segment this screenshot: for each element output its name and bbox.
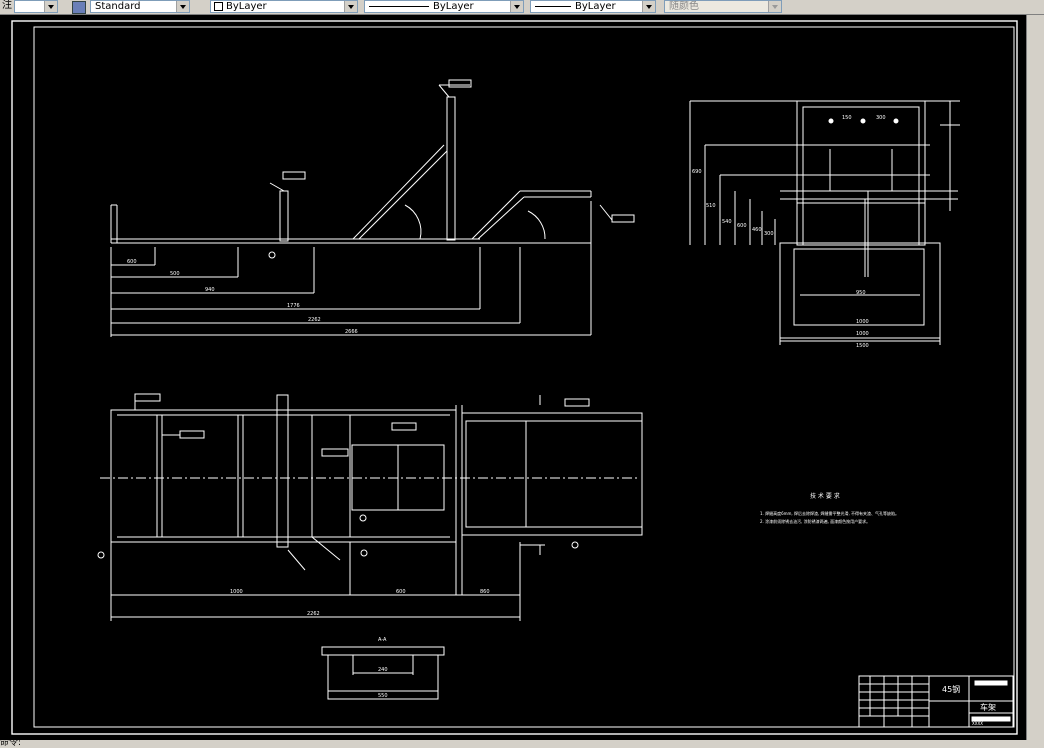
- dim-text: 460: [752, 227, 762, 233]
- dim-text: 1000: [856, 319, 869, 325]
- elevation-view: [110, 79, 635, 337]
- vertical-scrollbar[interactable]: [1026, 15, 1044, 740]
- command-line[interactable]: 命令:: [0, 738, 1044, 748]
- note-line: 2. 涂漆前须除锈去油污, 涂防锈漆两遍, 面漆颜色按用户要求。: [760, 518, 870, 524]
- dim-text: 300: [764, 231, 774, 237]
- color-swatch-icon: [214, 2, 223, 11]
- text-style-icon[interactable]: [72, 1, 86, 14]
- drawing-border: [11, 20, 1018, 735]
- text-style-dropdown[interactable]: Standard: [90, 0, 190, 13]
- school-text: XXXX: [972, 721, 983, 726]
- dim-text: 2666: [345, 329, 358, 335]
- dim-text: 600: [396, 589, 406, 595]
- linetype-dropdown[interactable]: ByLayer: [364, 0, 524, 13]
- section-aa: [321, 646, 445, 700]
- dim-text: 550: [378, 693, 388, 699]
- plot-style-dropdown: 随颜色: [664, 0, 782, 13]
- dim-text: 240: [378, 667, 388, 673]
- lineweight-sample: [535, 5, 571, 7]
- notes-title: 技 术 要 求: [810, 492, 840, 500]
- linetype-sample: [369, 5, 429, 7]
- dim-text: 1500: [856, 343, 869, 349]
- chevron-down-icon[interactable]: [510, 1, 523, 12]
- text-style-value: Standard: [95, 1, 141, 12]
- chevron-down-icon[interactable]: [642, 1, 655, 12]
- material-text: 45钢: [942, 684, 960, 694]
- linetype-value: ByLayer: [433, 1, 474, 12]
- chevron-down-icon: [768, 1, 781, 12]
- layer-color-value: ByLayer: [226, 1, 267, 12]
- chevron-down-icon[interactable]: [344, 1, 357, 12]
- dimension-texts: 600 500 940 1776 2262 2666 1000 600 2262…: [127, 115, 886, 699]
- lineweight-dropdown[interactable]: ByLayer: [530, 0, 656, 13]
- cad-drawing: 600 500 940 1776 2262 2666 1000 600 2262…: [11, 20, 1018, 735]
- side-view: [689, 100, 960, 345]
- part-name-text: 车架: [980, 702, 996, 712]
- dim-text: 950: [856, 290, 866, 296]
- dim-text: 1776: [287, 303, 300, 309]
- dim-text: 690: [692, 169, 702, 175]
- dim-text: 540: [722, 219, 732, 225]
- chevron-down-icon[interactable]: [44, 1, 57, 12]
- layer-color-dropdown[interactable]: ByLayer: [210, 0, 358, 13]
- dim-text: 1000: [230, 589, 243, 595]
- command-prompt: 命令:: [0, 738, 22, 748]
- title-block-text: 45钢 车架 XXXX: [942, 684, 996, 726]
- dim-text: 150: [842, 115, 852, 121]
- note-line: 1. 焊缝高度6mm, 焊后去除焊渣, 焊缝需平整光滑, 不得有夹渣、气孔等缺陷…: [760, 510, 899, 516]
- dim-text: 860: [480, 589, 490, 595]
- drawing-canvas[interactable]: 600 500 940 1776 2262 2666 1000 600 2262…: [0, 15, 1024, 740]
- annotation-label: 注: [2, 0, 12, 11]
- dim-text: 1000: [856, 331, 869, 337]
- dim-text: 940: [205, 287, 215, 293]
- dim-text: 500: [170, 271, 180, 277]
- plan-view: [97, 393, 643, 621]
- plot-style-value: 随颜色: [669, 1, 699, 12]
- annotation-scale-dropdown[interactable]: [14, 0, 58, 13]
- dim-text: 600: [737, 223, 747, 229]
- drawing-inner-frame: [33, 26, 1015, 728]
- properties-toolbar: 注 Standard ByLayer ByLayer ByLayer 随颜色: [0, 0, 1044, 15]
- dim-text: 2262: [308, 317, 321, 323]
- section-label: A-A: [378, 637, 387, 643]
- technical-notes: 技 术 要 求 1. 焊缝高度6mm, 焊后去除焊渣, 焊缝需平整光滑, 不得有…: [760, 492, 899, 524]
- dim-text: 600: [127, 259, 137, 265]
- dim-text: 2262: [307, 611, 320, 617]
- title-block: [858, 675, 1014, 728]
- chevron-down-icon[interactable]: [176, 1, 189, 12]
- lineweight-value: ByLayer: [575, 1, 616, 12]
- dim-text: 510: [706, 203, 716, 209]
- dim-text: 300: [876, 115, 886, 121]
